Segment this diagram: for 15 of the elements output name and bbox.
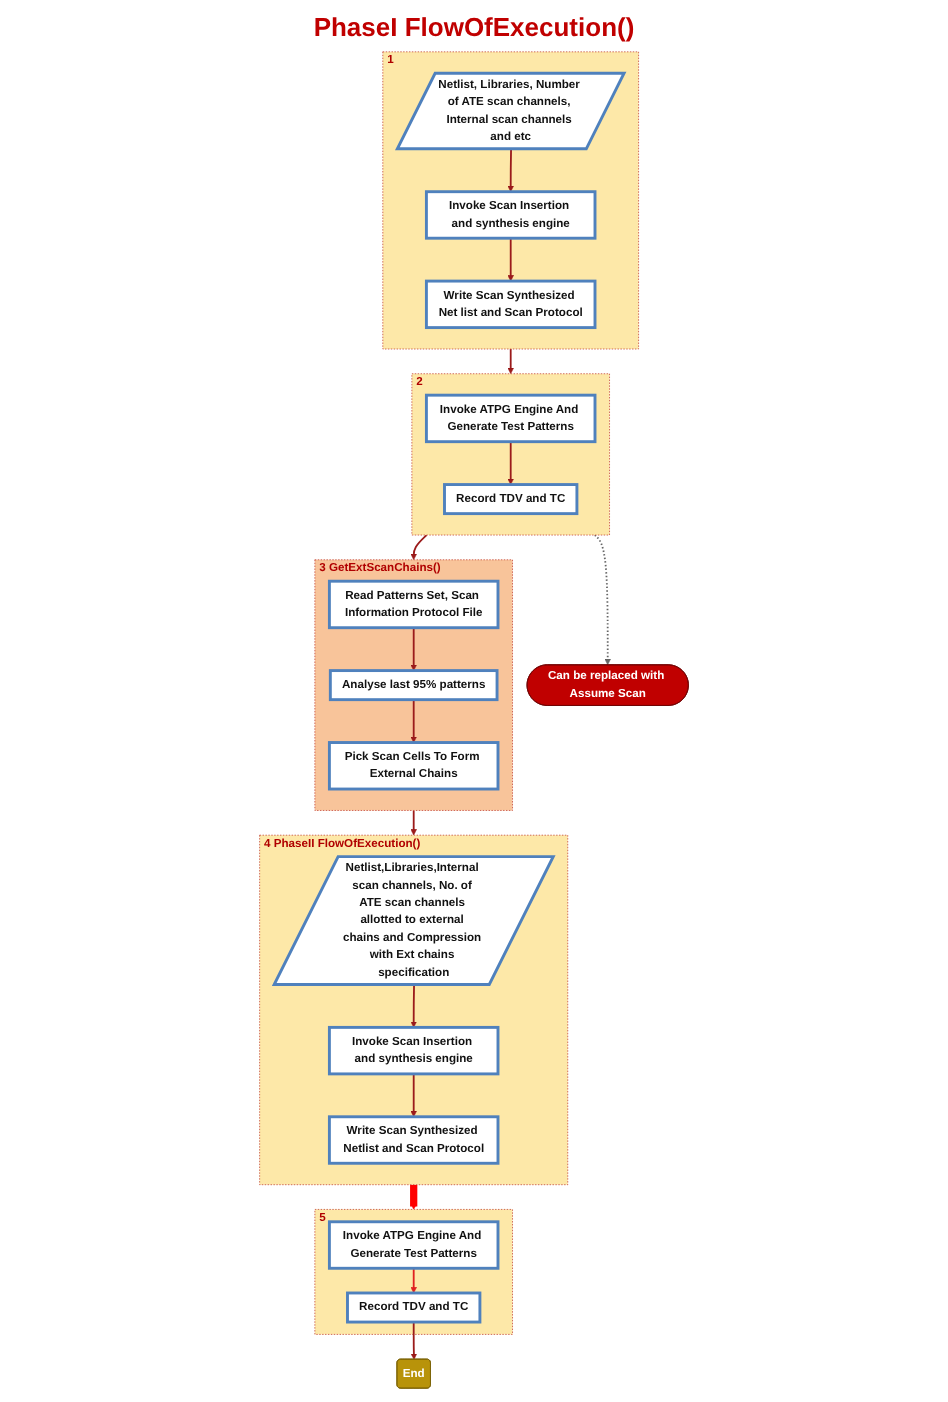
arrow bbox=[410, 1183, 418, 1210]
arrow bbox=[507, 237, 514, 282]
arrow bbox=[410, 983, 417, 1028]
arrow bbox=[410, 1267, 417, 1294]
arrow bbox=[593, 534, 611, 666]
phase-label: PhaseI FlowOfExecution() bbox=[313, 12, 635, 42]
arrow bbox=[410, 626, 417, 671]
arrow bbox=[507, 348, 514, 375]
arrow bbox=[410, 809, 417, 836]
arrow bbox=[410, 1073, 417, 1118]
arrow bbox=[410, 1321, 418, 1360]
arrow bbox=[410, 698, 417, 743]
arrow bbox=[507, 148, 514, 192]
arrow bbox=[410, 534, 428, 561]
arrow bbox=[507, 440, 514, 485]
